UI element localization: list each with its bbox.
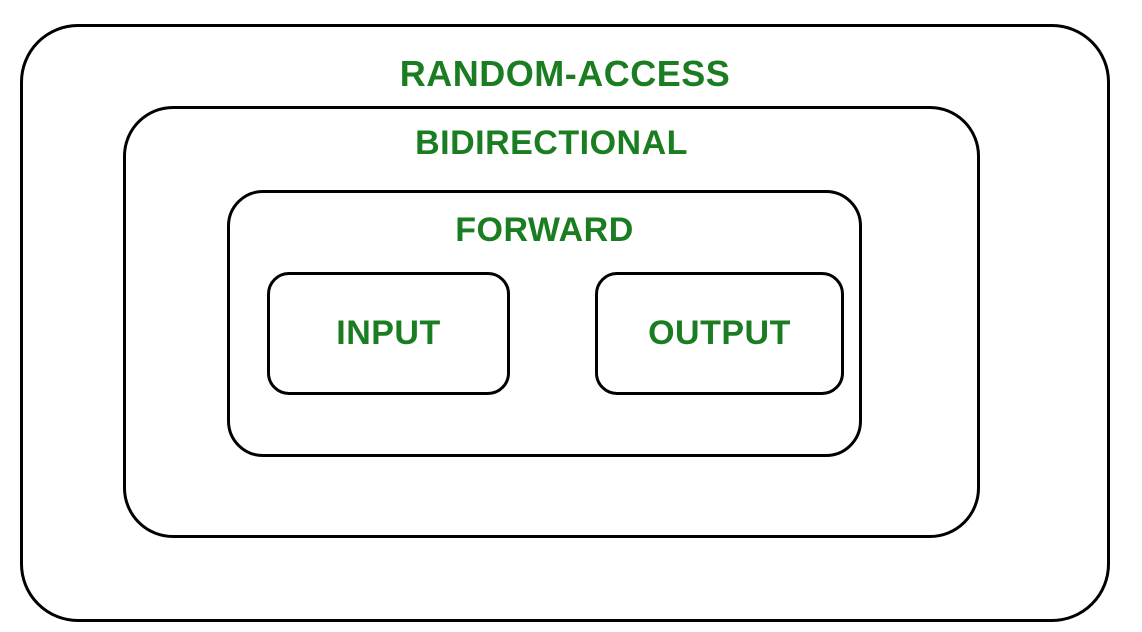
- box-random-access-label: RANDOM-ACCESS: [399, 53, 731, 94]
- box-input-label: INPUT: [336, 314, 441, 352]
- box-forward-label: FORWARD: [455, 211, 634, 249]
- box-random-access: RANDOM-ACCESS BIDIRECTIONAL FORWARD INPU…: [20, 24, 1110, 622]
- box-forward: FORWARD INPUT OUTPUT: [227, 190, 862, 457]
- box-bidirectional-label: BIDIRECTIONAL: [415, 124, 688, 162]
- box-output: OUTPUT: [595, 272, 844, 395]
- box-output-label: OUTPUT: [648, 314, 791, 352]
- box-input: INPUT: [267, 272, 510, 395]
- box-bidirectional: BIDIRECTIONAL FORWARD INPUT OUTPUT: [123, 106, 980, 538]
